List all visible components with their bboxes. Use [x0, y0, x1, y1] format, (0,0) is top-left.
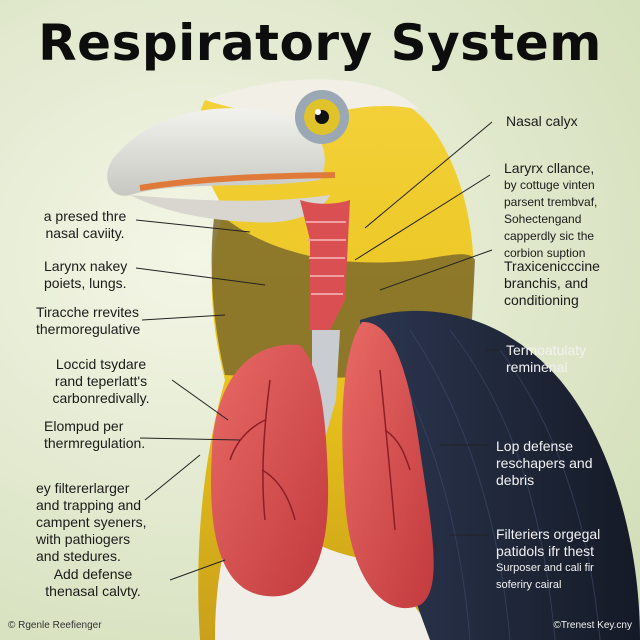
leader-r3 — [379, 249, 493, 291]
label-larynx-clearance: Laryrx cllance, by cottuge vinten parsen… — [504, 160, 598, 260]
lung-left — [211, 344, 329, 597]
beak — [107, 108, 325, 196]
footer-credit-left: © Rgenle Reefienger — [8, 620, 102, 631]
leader-l5 — [139, 437, 241, 441]
leader-l7 — [169, 559, 226, 581]
leader-l3 — [141, 314, 226, 321]
trachea — [300, 200, 350, 330]
lung-right — [342, 321, 434, 609]
leader-r1 — [364, 121, 493, 229]
label-nasal-calyx: Nasal calyx — [506, 113, 578, 129]
mouth-line — [139, 172, 336, 191]
leader-l4 — [171, 379, 229, 421]
leader-l6 — [144, 454, 201, 501]
lower-beak — [130, 195, 330, 223]
leader-r2 — [354, 174, 491, 261]
page-title: Respiratory System — [38, 14, 602, 72]
leader-l1 — [135, 219, 251, 233]
footer-credit-right: ©Trenest Key.cny — [553, 620, 632, 631]
leader-l2 — [135, 267, 266, 286]
